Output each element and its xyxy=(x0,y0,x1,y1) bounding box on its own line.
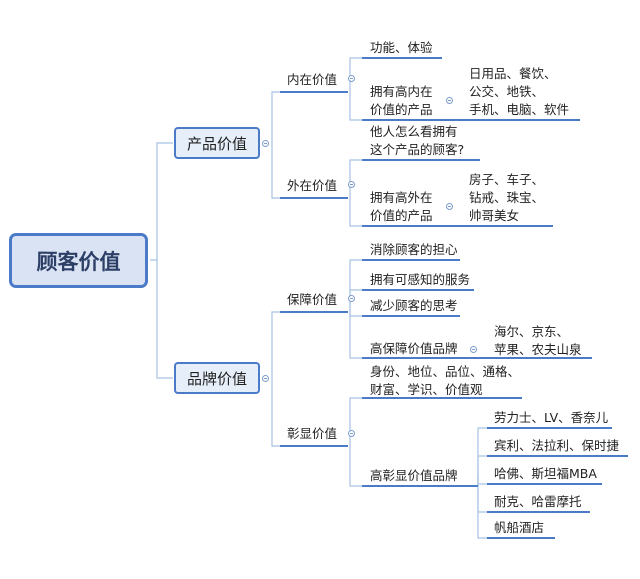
display-example-node[interactable]: 耐克、哈雷摩托 xyxy=(494,494,582,509)
collapse-toggle-icon[interactable] xyxy=(262,375,269,382)
intrinsic-examples-node[interactable]: 日用品、餐饮、 公交、地铁、 手机、电脑、软件 xyxy=(469,65,569,119)
node-line: 苹果、农夫山泉 xyxy=(494,342,582,357)
node-line: 公交、地铁、 xyxy=(469,84,545,99)
node-line: 拥有高内在 xyxy=(370,84,433,99)
node-line: 海尔、京东、 xyxy=(494,324,570,339)
guarantee-item-node[interactable]: 拥有可感知的服务 xyxy=(370,272,471,287)
node-line: 价值的产品 xyxy=(370,102,433,117)
guarantee-item-node[interactable]: 减少顾客的思考 xyxy=(370,298,458,313)
others-view-question-node[interactable]: 他人怎么看拥有 这个产品的顾客? xyxy=(370,123,464,159)
node-line: 手机、电脑、软件 xyxy=(469,102,570,117)
high-intrinsic-products-node[interactable]: 拥有高内在 价值的产品 xyxy=(370,83,433,119)
collapse-toggle-icon[interactable] xyxy=(348,430,355,437)
root-node[interactable]: 顾客价值 xyxy=(9,233,148,288)
node-line: 日用品、餐饮、 xyxy=(469,66,557,81)
brand-value-node[interactable]: 品牌价值 xyxy=(174,362,260,394)
node-line: 房子、车子、 xyxy=(469,172,545,187)
intrinsic-value-node[interactable]: 内在价值 xyxy=(287,72,338,87)
node-line: 钻戒、珠宝、 xyxy=(469,190,545,205)
extrinsic-value-node[interactable]: 外在价值 xyxy=(287,178,338,193)
collapse-toggle-icon[interactable] xyxy=(348,181,355,188)
collapse-toggle-icon[interactable] xyxy=(262,140,269,147)
guarantee-examples-node[interactable]: 海尔、京东、 苹果、农夫山泉 xyxy=(494,323,582,359)
product-value-node[interactable]: 产品价值 xyxy=(174,127,260,159)
display-example-node[interactable]: 哈佛、斯坦福MBA xyxy=(494,466,597,481)
node-line: 财富、学识、价值观 xyxy=(370,382,483,397)
display-example-node[interactable]: 帆船酒店 xyxy=(494,520,545,535)
node-line: 帅哥美女 xyxy=(469,208,520,223)
display-value-node[interactable]: 彰显价值 xyxy=(287,426,338,441)
collapse-toggle-icon[interactable] xyxy=(348,75,355,82)
extrinsic-examples-node[interactable]: 房子、车子、 钻戒、珠宝、 帅哥美女 xyxy=(469,171,544,225)
node-line: 他人怎么看拥有 xyxy=(370,124,458,139)
high-extrinsic-products-node[interactable]: 拥有高外在 价值的产品 xyxy=(370,189,433,225)
function-experience-node[interactable]: 功能、体验 xyxy=(370,40,433,55)
high-display-brand-node[interactable]: 高彰显价值品牌 xyxy=(370,468,458,483)
status-wealth-node[interactable]: 身份、地位、品位、通格、 财富、学识、价值观 xyxy=(370,363,520,399)
guarantee-item-node[interactable]: 消除顾客的担心 xyxy=(370,242,458,257)
node-line: 这个产品的顾客? xyxy=(370,142,465,157)
node-line: 价值的产品 xyxy=(370,208,433,223)
high-guarantee-brand-node[interactable]: 高保障价值品牌 xyxy=(370,341,458,356)
display-example-node[interactable]: 宾利、法拉利、保时捷 xyxy=(494,438,620,453)
node-line: 拥有高外在 xyxy=(370,190,433,205)
collapse-toggle-icon[interactable] xyxy=(446,203,453,210)
collapse-toggle-icon[interactable] xyxy=(348,295,355,302)
node-line: 身份、地位、品位、通格、 xyxy=(370,364,521,379)
collapse-toggle-icon[interactable] xyxy=(446,97,453,104)
guarantee-value-node[interactable]: 保障价值 xyxy=(287,292,338,307)
display-example-node[interactable]: 劳力士、LV、香奈儿 xyxy=(494,410,609,425)
collapse-toggle-icon[interactable] xyxy=(470,346,477,353)
